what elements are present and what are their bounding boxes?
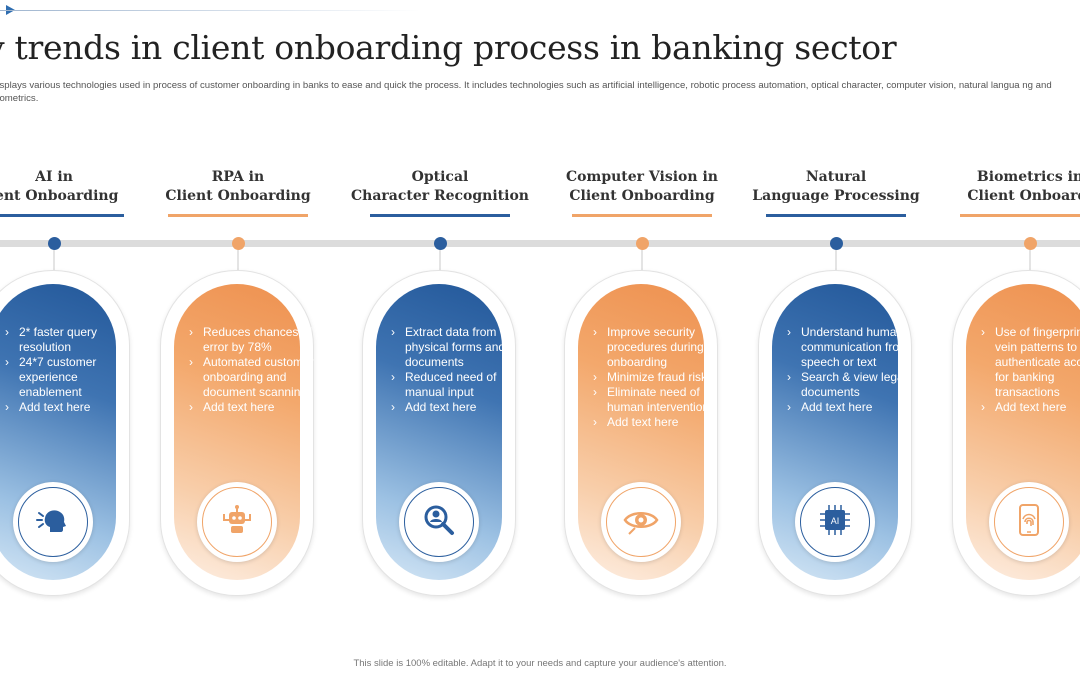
heading-underline [960, 214, 1080, 217]
bullet-item: Eliminate need of human intervention [592, 385, 722, 415]
icon-circle [989, 482, 1069, 562]
timeline-dot [48, 237, 61, 250]
connector-stem [439, 250, 441, 272]
bullet-list: Use of fingerprint or vein patterns to a… [980, 325, 1080, 415]
column-heading-line1: Computer Vision in [566, 169, 718, 185]
svg-text:AI: AI [831, 516, 840, 526]
bullet-item: Understand human communication from spee… [786, 325, 916, 370]
technology-column: Natural Language Processing Understand h… [746, 0, 926, 675]
technology-column: RPA in Client Onboarding Reduces chances… [148, 0, 328, 675]
bullet-item: Search & view legal documents [786, 370, 916, 400]
bullet-item: Add text here [980, 400, 1080, 415]
eye-icon [621, 500, 661, 545]
slide-subtitle: displays various technologies used in pr… [0, 80, 1052, 104]
timeline-dot [232, 237, 245, 250]
bullet-item: Add text here [592, 415, 722, 430]
icon-circle [399, 482, 479, 562]
column-heading: Computer Vision in Client Onboarding [552, 168, 732, 206]
column-heading-line2: ient Onboarding [0, 188, 119, 204]
ai-chip-icon: AI [815, 500, 855, 545]
bullet-item: Use of fingerprint or vein patterns to a… [980, 325, 1080, 400]
column-heading-line2: Client Onboarding [569, 188, 715, 204]
column-heading: Biometrics in Client Onboardi [940, 168, 1080, 206]
bullet-item: 2* faster query resolution [4, 325, 134, 355]
slide-title: y trends in client onboarding process in… [0, 28, 897, 67]
timeline-dot [1024, 237, 1037, 250]
icon-circle [197, 482, 277, 562]
technology-column: Computer Vision in Client Onboarding Imp… [552, 0, 732, 675]
connector-stem [641, 250, 643, 272]
robot-icon [217, 500, 257, 545]
head-with-sound-icon [33, 500, 73, 545]
heading-underline [766, 214, 906, 217]
column-heading-line1: AI in [35, 169, 73, 185]
bullet-item: Add text here [390, 400, 520, 415]
column-heading-line2: Character Recognition [351, 188, 529, 204]
technology-column: Biometrics in Client Onboardi Use of fin… [940, 0, 1080, 675]
bullet-item: Add text here [4, 400, 134, 415]
technology-column: AI in ient Onboarding 2* faster query re… [0, 0, 144, 675]
heading-underline [370, 214, 510, 217]
icon-circle: AI [795, 482, 875, 562]
icon-circle [13, 482, 93, 562]
magnifier-user-icon [419, 500, 459, 545]
timeline-bar [0, 240, 1080, 247]
connector-stem [53, 250, 55, 272]
top-rule [0, 10, 420, 11]
fingerprint-phone-icon [1009, 500, 1049, 545]
column-heading: Optical Character Recognition [350, 168, 530, 206]
column-heading: AI in ient Onboarding [0, 168, 144, 206]
column-heading-line1: Natural [805, 169, 867, 185]
bullet-item: Automated customer onboarding and docume… [188, 355, 318, 400]
column-heading-line1: Optical [411, 169, 469, 185]
bullet-item: Add text here [786, 400, 916, 415]
bullet-list: 2* faster query resolution24*7 customer … [4, 325, 134, 415]
icon-circle [601, 482, 681, 562]
heading-underline [572, 214, 712, 217]
column-heading: RPA in Client Onboarding [148, 168, 328, 206]
bullet-list: Understand human communication from spee… [786, 325, 916, 415]
bullet-item: Reduced need of manual input [390, 370, 520, 400]
column-heading-line2: Language Processing [752, 188, 920, 204]
timeline-dot [636, 237, 649, 250]
connector-stem [237, 250, 239, 272]
bullet-list: Extract data from physical forms and doc… [390, 325, 520, 415]
column-heading: Natural Language Processing [746, 168, 926, 206]
bullet-item: 24*7 customer experience enablement [4, 355, 134, 400]
bullet-list: Reduces chances of error by 78%Automated… [188, 325, 318, 415]
bullet-item: Improve security procedures during onboa… [592, 325, 722, 370]
bullet-item: Extract data from physical forms and doc… [390, 325, 520, 370]
column-heading-line2: Client Onboardi [967, 188, 1080, 204]
heading-underline [168, 214, 308, 217]
timeline-dot [830, 237, 843, 250]
footer-note: This slide is 100% editable. Adapt it to… [353, 658, 727, 669]
heading-underline [0, 214, 124, 217]
technology-column: Optical Character Recognition Extract da… [350, 0, 530, 675]
bullet-item: Minimize fraud risks [592, 370, 722, 385]
bullet-item: Reduces chances of error by 78% [188, 325, 318, 355]
column-heading-line1: RPA in [211, 169, 265, 185]
connector-stem [835, 250, 837, 272]
timeline-dot [434, 237, 447, 250]
bullet-item: Add text here [188, 400, 318, 415]
bullet-list: Improve security procedures during onboa… [592, 325, 722, 430]
column-heading-line1: Biometrics in [976, 169, 1080, 185]
column-heading-line2: Client Onboarding [165, 188, 311, 204]
connector-stem [1029, 250, 1031, 272]
